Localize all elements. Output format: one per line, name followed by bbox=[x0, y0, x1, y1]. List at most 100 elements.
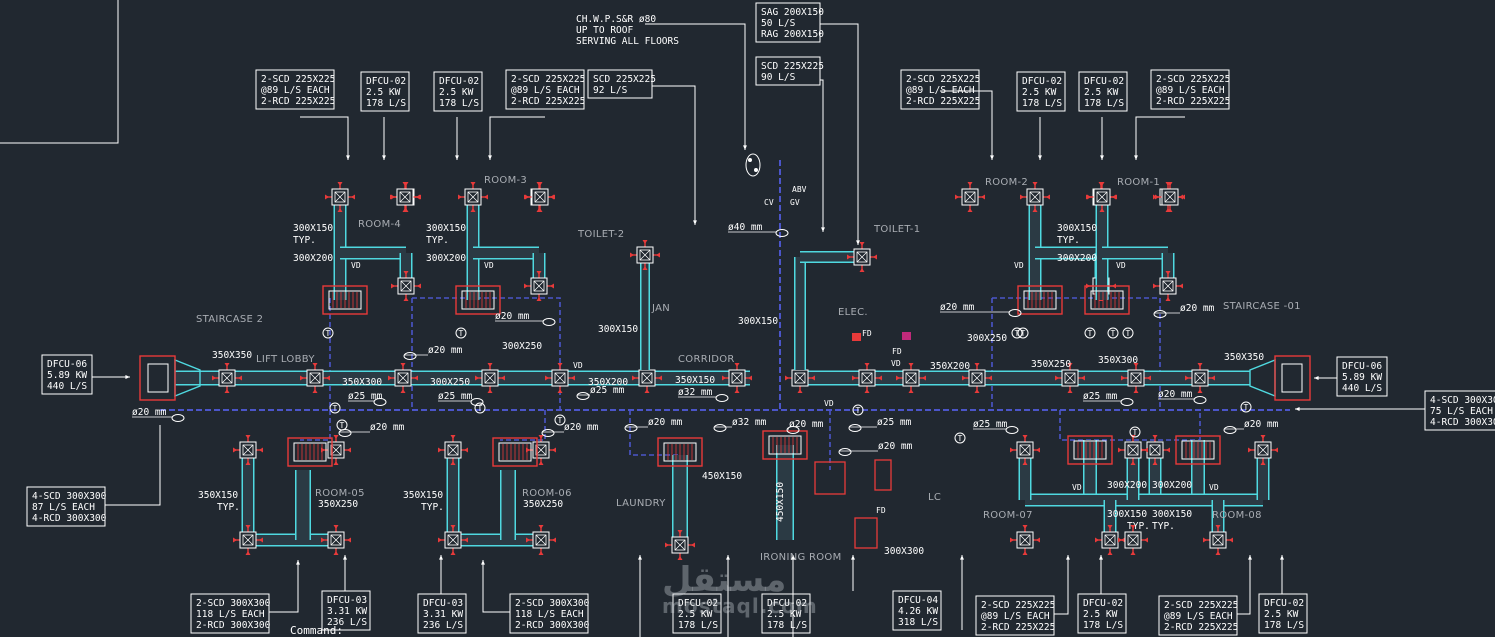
fcu-coil bbox=[293, 442, 327, 462]
diffuser-cross bbox=[334, 191, 346, 203]
pipe-size-label: ø25 mm bbox=[877, 417, 912, 428]
callout-text: @89 L/S EACH bbox=[261, 85, 330, 96]
pipe-sleeve bbox=[713, 424, 727, 432]
diffuser-cross bbox=[1029, 191, 1041, 203]
diffuser-arrowhead bbox=[908, 363, 914, 367]
command-line[interactable]: Command: bbox=[290, 624, 343, 637]
pipe-size-label: ø20 mm bbox=[878, 441, 913, 452]
diffuser-core bbox=[221, 372, 233, 384]
diffuser-arrowhead bbox=[1121, 375, 1125, 381]
diffuser-cross bbox=[330, 534, 342, 546]
chw-riser-note: CH.W.P.S&R ø80 bbox=[576, 14, 656, 25]
diffuser-arrowhead bbox=[734, 389, 740, 393]
diffuser-arrowhead bbox=[537, 182, 543, 186]
diffuser-core bbox=[397, 372, 409, 384]
diffuser-arrowhead bbox=[259, 537, 263, 543]
diffuser-core bbox=[1019, 534, 1031, 546]
diffuser-arrowhead bbox=[1147, 375, 1151, 381]
callout-frame bbox=[255, 69, 335, 110]
callout-text: 2-RCD 300X300 bbox=[196, 620, 271, 631]
leader-arrowhead bbox=[1100, 155, 1104, 160]
diffuser-cross bbox=[1162, 280, 1174, 292]
diffuser-arrowhead bbox=[470, 182, 476, 186]
thermostat-symbol bbox=[322, 327, 334, 339]
diffuser-arrowhead bbox=[922, 375, 926, 381]
room4-diffuser bbox=[391, 271, 421, 301]
callout-frame bbox=[41, 354, 93, 395]
room-label-elec: ELEC. bbox=[838, 307, 868, 318]
diffuser-core bbox=[731, 372, 743, 384]
diffuser-arrowhead bbox=[537, 208, 543, 212]
diffuser-core bbox=[861, 372, 873, 384]
pipe-sleeve bbox=[373, 398, 387, 406]
diffuser-arrowhead bbox=[536, 297, 542, 301]
diffuser-core bbox=[971, 372, 983, 384]
callout-text: 4-RCD 300X300 bbox=[1430, 417, 1495, 428]
diffuser-arrowhead bbox=[538, 461, 544, 465]
volume-damper-tag: VD bbox=[351, 261, 361, 270]
laundry-fcu bbox=[657, 437, 703, 467]
leader-arrowhead bbox=[1099, 555, 1103, 560]
diffuser-arrowhead bbox=[967, 182, 973, 186]
diffuser-arrowhead bbox=[347, 537, 351, 543]
duct-size-label: 300X200 bbox=[1107, 480, 1147, 491]
fcu-body bbox=[1084, 285, 1130, 315]
diffuser-arrowhead bbox=[525, 194, 529, 200]
diffuser-cross bbox=[1127, 444, 1139, 456]
diffuser-core bbox=[447, 444, 459, 456]
leader-arrowhead bbox=[791, 555, 795, 560]
diffuser-core bbox=[400, 280, 412, 292]
duct-size-label: TYP. bbox=[293, 235, 316, 246]
diffuser-core bbox=[1019, 444, 1031, 456]
diffuser-cross bbox=[554, 372, 566, 384]
leader-arrowhead bbox=[693, 220, 697, 225]
corridor-diffuser bbox=[1055, 363, 1085, 393]
pipe-sleeve bbox=[171, 414, 185, 422]
diffuser-arrowhead bbox=[1067, 389, 1073, 393]
diffuser-core bbox=[1162, 280, 1174, 292]
leader-room06-scd bbox=[482, 560, 510, 613]
volume-damper-tag: VD bbox=[573, 361, 583, 370]
diffuser-core bbox=[1149, 444, 1161, 456]
pipe-sleeve bbox=[541, 429, 555, 437]
leader-arrowhead bbox=[1134, 155, 1138, 160]
corridor-diffuser bbox=[852, 363, 882, 393]
diffuser-arrowhead bbox=[1167, 208, 1173, 212]
corridor-diffuser bbox=[475, 363, 505, 393]
diffuser-arrowhead bbox=[974, 389, 980, 393]
callout-frame bbox=[360, 71, 410, 112]
thermostat-letter: T bbox=[1015, 329, 1020, 338]
leader-arrowhead bbox=[990, 155, 994, 160]
callout-text: 440 L/S bbox=[1342, 383, 1382, 394]
diffuser-arrowhead bbox=[1022, 461, 1028, 465]
fcu-coil bbox=[1023, 290, 1057, 310]
diffuser-cross bbox=[1104, 534, 1116, 546]
room05-fcu bbox=[287, 437, 333, 467]
room-label-room3: ROOM-3 bbox=[484, 175, 527, 186]
pipe-size-label: ø20 mm bbox=[132, 407, 167, 418]
callout-text: 2-SCD 300X300 bbox=[515, 598, 590, 609]
diffuser-arrowhead bbox=[1020, 194, 1024, 200]
duct-size-label: 350X150 bbox=[198, 490, 238, 501]
diffuser-arrowhead bbox=[722, 375, 726, 381]
duct-size-label: 300X150 bbox=[293, 223, 333, 234]
leader-arrowhead bbox=[821, 227, 825, 232]
diffuser-cross bbox=[309, 372, 321, 384]
duct-size-label: 300X200 bbox=[293, 253, 333, 264]
diffuser-arrowhead bbox=[896, 375, 900, 381]
duct-size-label: 300X150 bbox=[738, 316, 778, 327]
diffuser-arrowhead bbox=[1181, 194, 1185, 200]
thermostat-letter: T bbox=[326, 329, 331, 338]
diffuser-arrowhead bbox=[501, 375, 505, 381]
callout-text: 5.89 KW bbox=[47, 370, 87, 381]
diffuser-arrowhead bbox=[438, 537, 442, 543]
pipe-branch bbox=[629, 410, 680, 456]
diffuser-core bbox=[554, 372, 566, 384]
